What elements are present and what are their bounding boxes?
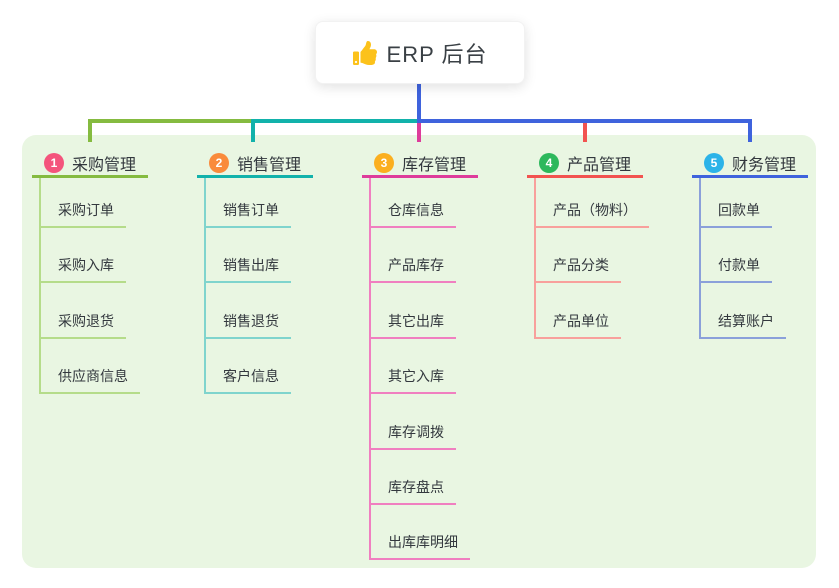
child-node[interactable]: 销售退货 <box>206 283 291 339</box>
connector-line <box>88 119 92 142</box>
child-node-label: 产品（物料） <box>553 202 637 218</box>
child-node[interactable]: 客户信息 <box>206 339 291 395</box>
branch-number-badge: 1 <box>44 152 64 173</box>
branch-header[interactable]: 1 采购管理 <box>32 150 182 175</box>
connector-line <box>88 119 251 123</box>
connector-line <box>748 119 752 142</box>
child-node-label: 供应商信息 <box>58 368 128 385</box>
connector-line <box>251 119 418 123</box>
child-node[interactable]: 回款单 <box>701 178 772 228</box>
connector-line <box>251 119 255 142</box>
branch-4: 4 产品管理 产品（物料） 产品分类产品单位 <box>527 150 677 339</box>
branch-underline <box>32 175 148 178</box>
child-node-label: 其它出库 <box>388 312 444 329</box>
branch-number-badge: 2 <box>209 152 229 173</box>
child-node-label: 采购入库 <box>58 257 114 274</box>
child-node-label: 其它入库 <box>388 368 444 385</box>
child-node[interactable]: 产品单位 <box>536 283 621 339</box>
child-node[interactable]: 采购退货 <box>41 283 126 339</box>
child-node-label: 产品分类 <box>553 257 609 274</box>
branch-children: 采购订单采购入库采购退货供应商信息 <box>39 178 182 395</box>
child-node-label: 采购订单 <box>58 202 114 218</box>
child-node[interactable]: 库存盘点 <box>371 450 456 505</box>
child-node[interactable]: 其它入库 <box>371 339 456 395</box>
child-node-label: 销售退货 <box>223 312 279 329</box>
branch-title[interactable]: 财务管理 <box>732 156 797 174</box>
branch-children: 产品（物料） 产品分类产品单位 <box>534 178 677 339</box>
branch-1: 1 采购管理 采购订单采购入库采购退货供应商信息 <box>32 150 182 395</box>
root-title: ERP 后台 <box>386 41 488 67</box>
branch-number-badge: 5 <box>704 152 724 173</box>
branch-2: 2 销售管理 销售订单销售出库销售退货客户信息 <box>197 150 347 395</box>
child-node[interactable]: 采购订单 <box>41 178 126 228</box>
child-node-label: 库存盘点 <box>388 478 444 495</box>
child-node[interactable]: 产品分类 <box>536 228 621 284</box>
child-node[interactable]: 出库库明细 <box>371 505 470 561</box>
child-node-label: 销售订单 <box>223 202 279 218</box>
child-node[interactable]: 销售出库 <box>206 228 291 284</box>
thumbs-up-icon <box>352 40 377 65</box>
child-node[interactable]: 库存调拨 <box>371 394 456 450</box>
child-node[interactable]: 产品库存 <box>371 228 456 284</box>
branch-header[interactable]: 2 销售管理 <box>197 150 347 175</box>
mindmap-panel <box>22 135 816 568</box>
connector-line <box>417 84 421 123</box>
branch-5: 5 财务管理 回款单付款单结算账户 <box>692 150 839 339</box>
child-node[interactable]: 产品（物料） <box>536 178 649 228</box>
child-node-label: 结算账户 <box>718 312 774 329</box>
root-node[interactable]: ERP 后台 <box>315 21 525 84</box>
child-node-label: 库存调拨 <box>388 423 444 440</box>
child-node[interactable]: 付款单 <box>701 228 772 284</box>
branch-3: 3 库存管理 仓库信息产品库存其它出库其它入库库存调拨库存盘点出库库明细 <box>362 150 512 561</box>
child-node[interactable]: 采购入库 <box>41 228 126 284</box>
child-node-label: 回款单 <box>718 202 760 218</box>
branch-underline <box>527 175 643 178</box>
branch-underline <box>362 175 478 178</box>
branch-header[interactable]: 3 库存管理 <box>362 150 512 175</box>
branch-title[interactable]: 采购管理 <box>72 156 137 174</box>
branch-title[interactable]: 产品管理 <box>567 156 632 174</box>
child-node-label: 付款单 <box>718 257 760 274</box>
branch-children: 回款单付款单结算账户 <box>699 178 839 339</box>
child-node-label: 仓库信息 <box>388 202 444 218</box>
branch-number-badge: 4 <box>539 152 559 173</box>
child-node-label: 出库库明细 <box>388 534 458 551</box>
connector-line <box>417 123 421 142</box>
branch-children: 销售订单销售出库销售退货客户信息 <box>204 178 347 395</box>
branch-title[interactable]: 库存管理 <box>402 156 467 174</box>
branch-underline <box>692 175 808 178</box>
branch-title[interactable]: 销售管理 <box>237 156 302 174</box>
child-node[interactable]: 销售订单 <box>206 178 291 228</box>
child-node-label: 采购退货 <box>58 312 114 329</box>
branch-header[interactable]: 4 产品管理 <box>527 150 677 175</box>
child-node[interactable]: 其它出库 <box>371 283 456 339</box>
branch-header[interactable]: 5 财务管理 <box>692 150 839 175</box>
branch-underline <box>197 175 313 178</box>
connector-line <box>583 123 587 142</box>
branch-number-badge: 3 <box>374 152 394 173</box>
connector-line <box>418 119 752 123</box>
child-node[interactable]: 结算账户 <box>701 283 786 339</box>
child-node-label: 产品单位 <box>553 312 609 329</box>
child-node-label: 产品库存 <box>388 257 444 274</box>
child-node-label: 客户信息 <box>223 368 279 385</box>
child-node-label: 销售出库 <box>223 257 279 274</box>
branch-children: 仓库信息产品库存其它出库其它入库库存调拨库存盘点出库库明细 <box>369 178 512 561</box>
child-node[interactable]: 仓库信息 <box>371 178 456 228</box>
child-node[interactable]: 供应商信息 <box>41 339 140 395</box>
